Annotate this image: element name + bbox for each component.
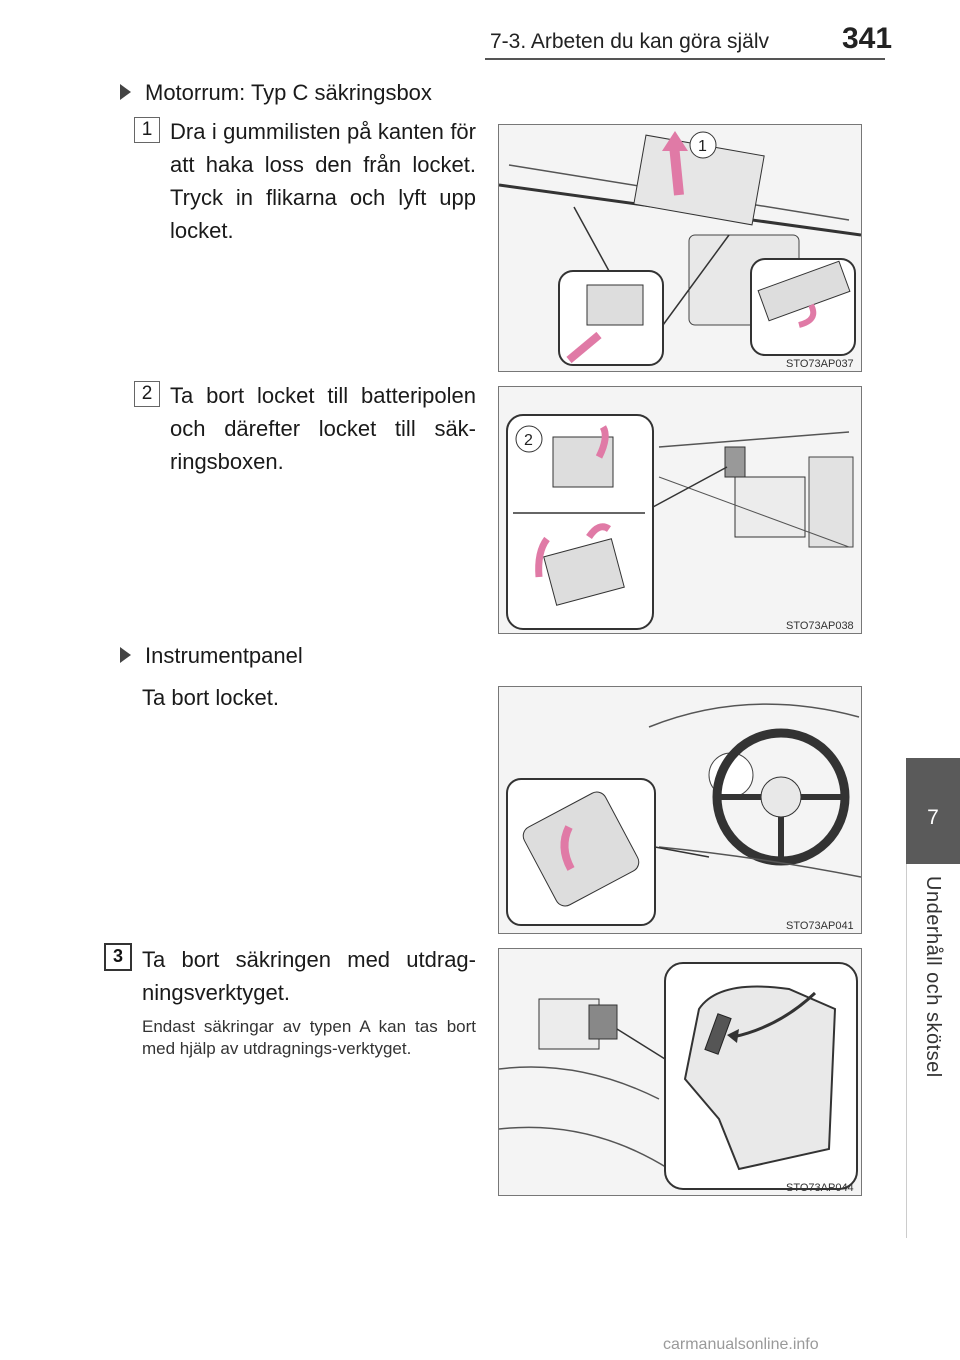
figure-code: STO73AP044	[786, 1182, 854, 1194]
figure-battery-cover-removal: 2 STO73AP038	[498, 386, 862, 634]
section-heading-text: Instrumentpanel	[145, 643, 303, 668]
figure-instrument-panel-cover: STO73AP041	[498, 686, 862, 934]
chapter-label: Underhåll och skötsel	[922, 876, 944, 1078]
bullet-triangle-icon	[120, 647, 131, 664]
header-section-title: 7-3. Arbeten du kan göra själv	[490, 30, 770, 53]
chapter-tab: 7	[906, 758, 960, 864]
step-3-note: Endast säkringar av typen A kan tas bort…	[142, 1017, 476, 1058]
engine-bay-illustration: 1 STO73AP037	[499, 125, 861, 371]
chapter-number: 7	[927, 806, 939, 829]
fuse-puller-illustration: STO73AP044	[499, 949, 861, 1195]
figure-fuse-puller-location: STO73AP044	[498, 948, 862, 1196]
figure-callout: 2	[524, 432, 533, 449]
figure-code: STO73AP037	[786, 358, 854, 370]
figure-fusebox-cover-removal: 1 STO73AP037	[498, 124, 862, 372]
instrument-panel-text: Ta bort locket.	[142, 685, 279, 710]
battery-illustration: 2 STO73AP038	[499, 387, 861, 633]
figure-code: STO73AP038	[786, 620, 854, 632]
step-badge: 2	[134, 381, 160, 407]
header-divider	[485, 58, 885, 60]
step-2-text: Ta bort locket till batteripolen och där…	[170, 383, 476, 474]
chapter-tab-label-box: Underhåll och skötsel	[906, 864, 960, 1238]
bullet-triangle-icon	[120, 84, 131, 101]
page-number: 341	[842, 22, 893, 55]
section-heading-engine-fusebox: Motorrum: Typ C säkringsbox	[120, 80, 432, 106]
figure-code: STO73AP041	[786, 920, 854, 932]
step-badge-filled: 3	[104, 943, 132, 971]
step-badge: 1	[134, 117, 160, 143]
step-1-text: Dra i gummilisten på kanten för att haka…	[170, 119, 476, 243]
section-heading-instrument-panel: Instrumentpanel	[120, 643, 303, 669]
watermark: carmanualsonline.info	[663, 1336, 819, 1353]
dashboard-illustration: STO73AP041	[499, 687, 861, 933]
figure-callout: 1	[698, 138, 707, 155]
section-heading-text: Motorrum: Typ C säkringsbox	[145, 80, 432, 105]
step-3-text: Ta bort säkringen med utdrag-ningsverkty…	[142, 947, 476, 1005]
